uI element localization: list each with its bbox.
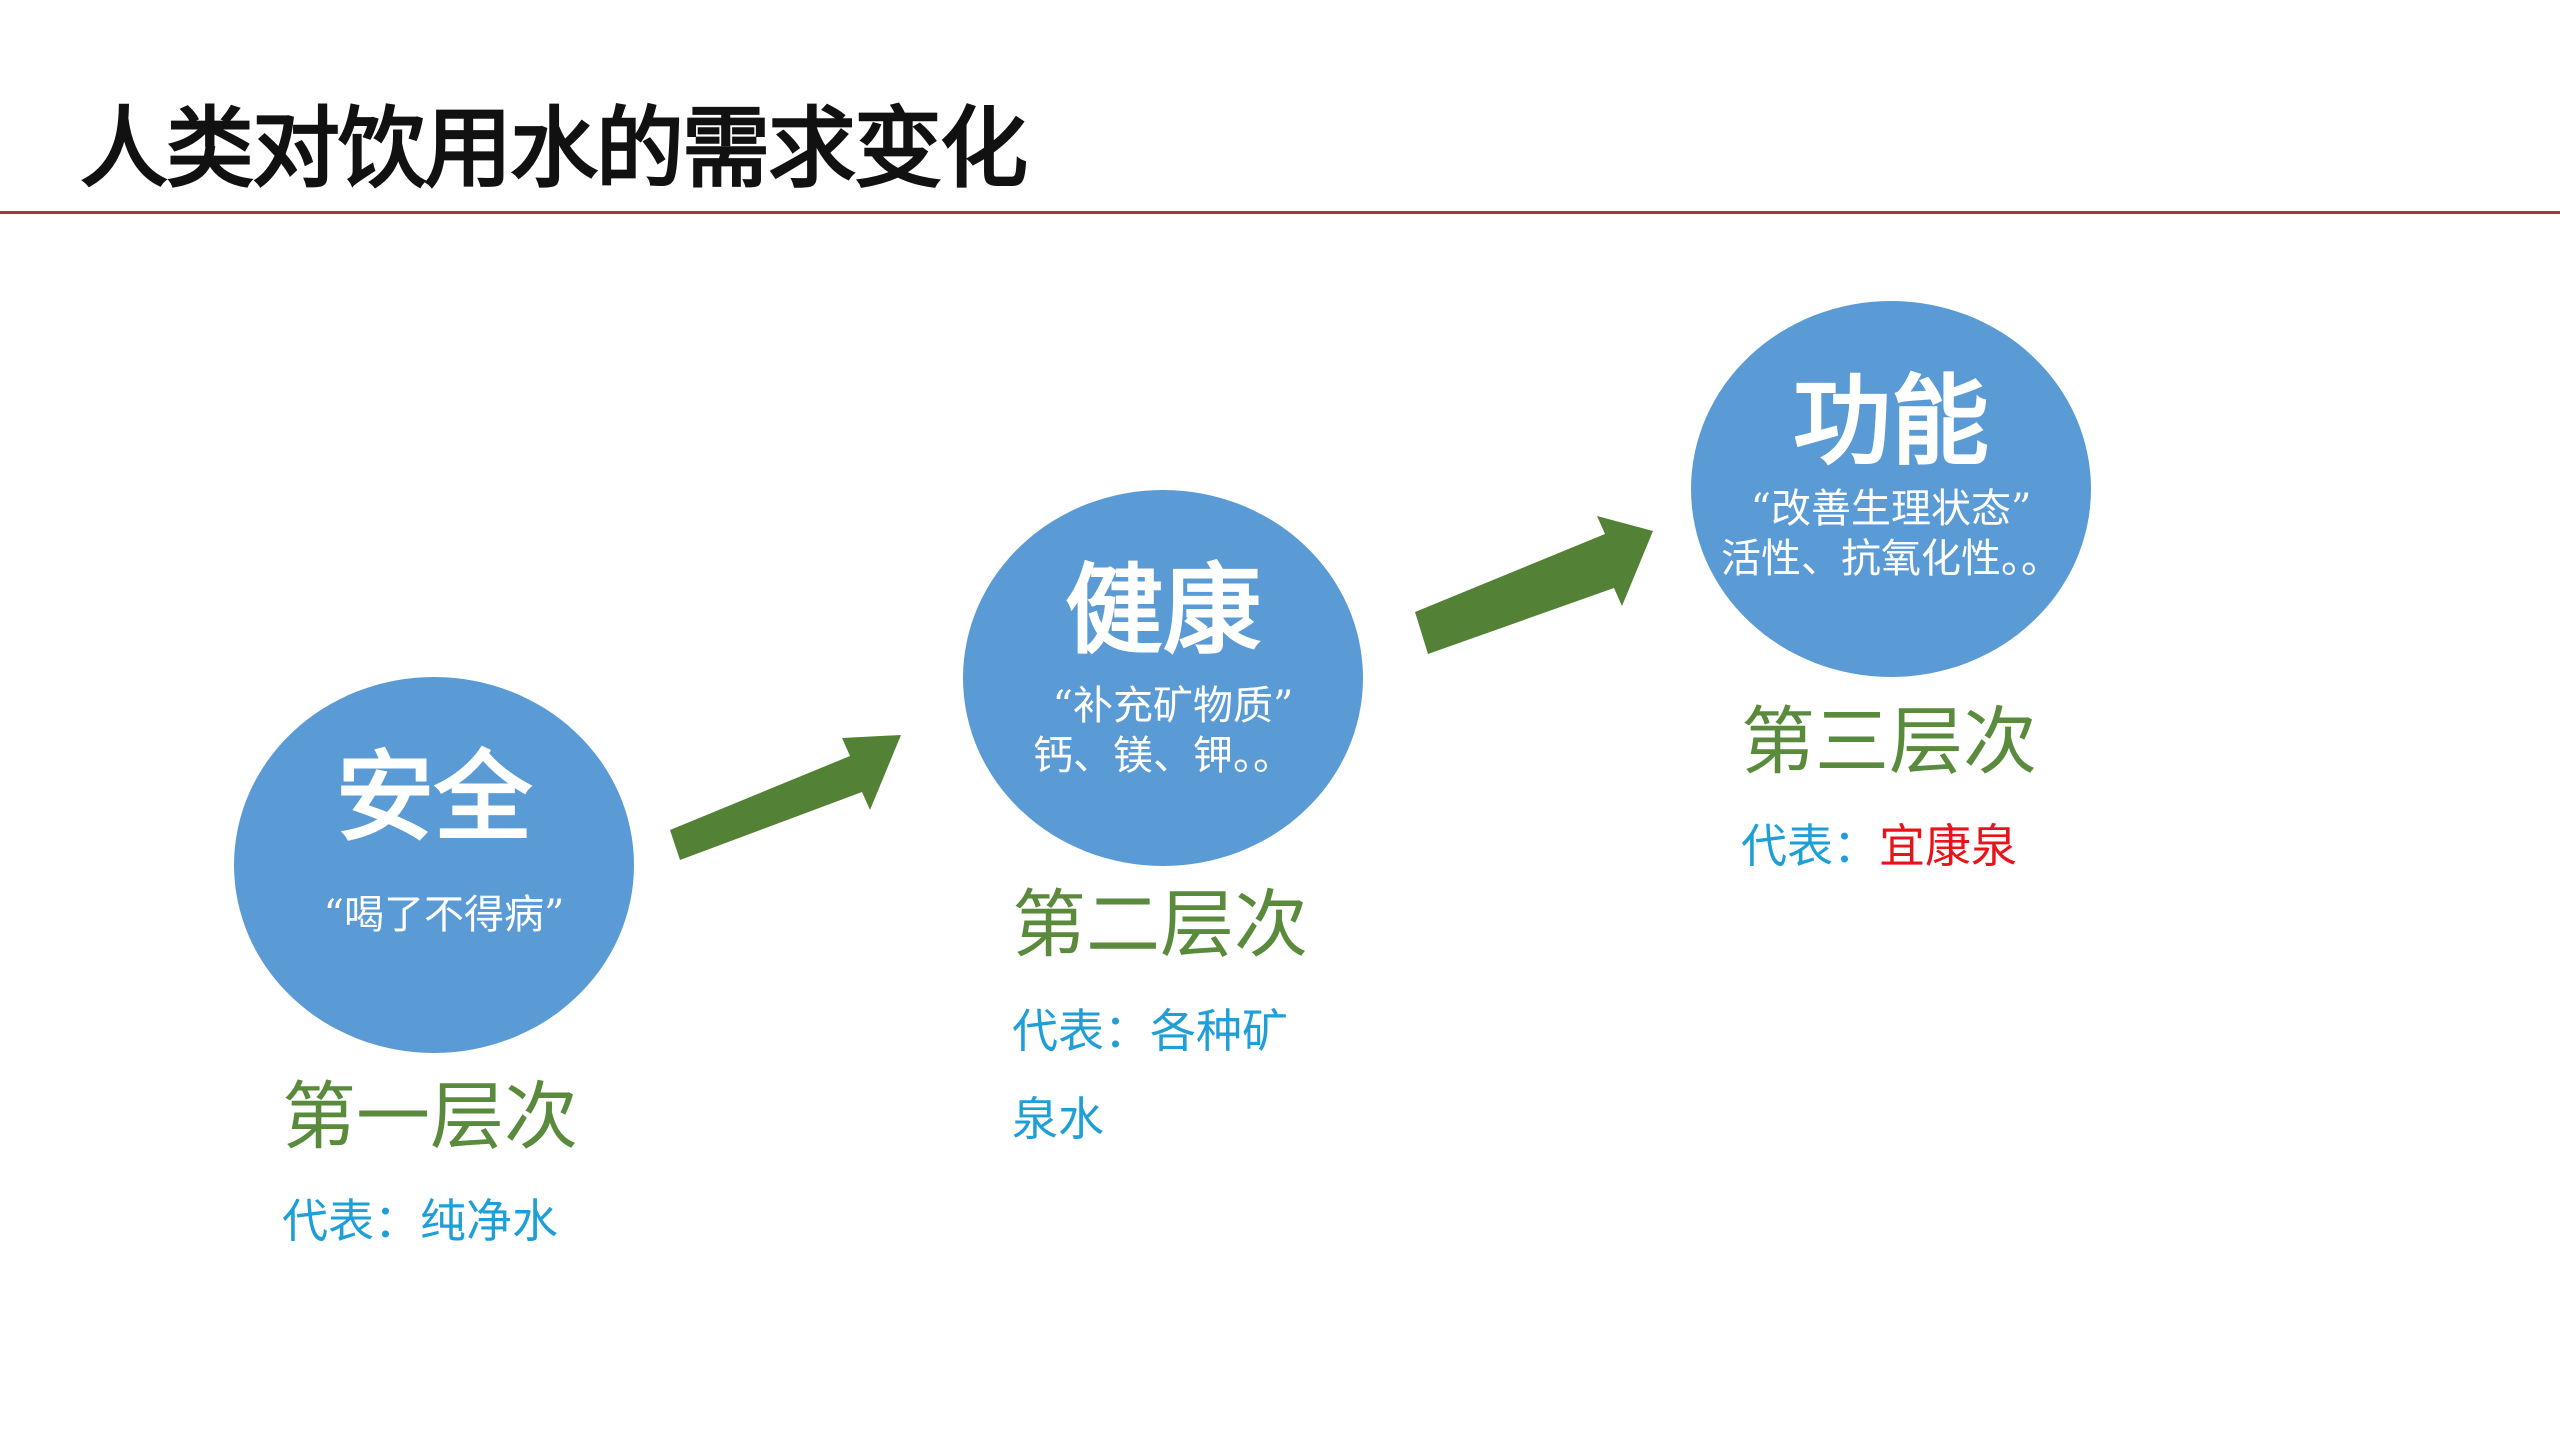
rep-value: 纯净水 xyxy=(420,1194,558,1248)
circle-subtitle: 钙、镁、钾。。 xyxy=(1033,733,1293,779)
circle-subtitle: “改善生理状态” xyxy=(1750,486,2032,532)
circle-title: 健康 xyxy=(1064,554,1261,668)
arrow-right-icon xyxy=(670,735,901,860)
level-label: 第二层次 xyxy=(1012,882,1308,968)
circle-subtitle: “喝了不得病” xyxy=(323,892,565,938)
rep-value: 宜康泉 xyxy=(1879,819,2017,873)
rep-label: 代表： xyxy=(1012,1004,1150,1058)
page-title: 人类对饮用水的需求变化 xyxy=(80,97,1028,200)
level-label: 第一层次 xyxy=(282,1074,578,1160)
circle-title: 功能 xyxy=(1792,365,1989,479)
circle-safety: 安全 “喝了不得病” xyxy=(234,677,634,1053)
circle-subtitle: “补充矿物质” xyxy=(1052,683,1294,729)
circle-subtitle: 活性、抗氧化性。。 xyxy=(1721,536,2061,582)
circle-function: 功能 “改善生理状态” 活性、抗氧化性。。 xyxy=(1691,301,2091,677)
level-label: 第三层次 xyxy=(1741,699,2037,785)
rep-value: 各种矿 xyxy=(1150,1004,1288,1058)
title-divider xyxy=(0,211,2560,214)
rep-label: 代表： xyxy=(282,1194,420,1248)
circle-title: 安全 xyxy=(335,741,532,855)
representative: 代表：纯净水 xyxy=(282,1198,558,1244)
rep-label: 代表： xyxy=(1741,819,1879,873)
circle-health: 健康 “补充矿物质” 钙、镁、钾。。 xyxy=(963,490,1363,866)
representative: 代表：各种矿 xyxy=(1012,1008,1288,1054)
rep-value-continued: 泉水 xyxy=(1012,1092,1104,1146)
representative: 代表：宜康泉 xyxy=(1741,823,2017,869)
arrow-right-icon xyxy=(1415,516,1653,654)
